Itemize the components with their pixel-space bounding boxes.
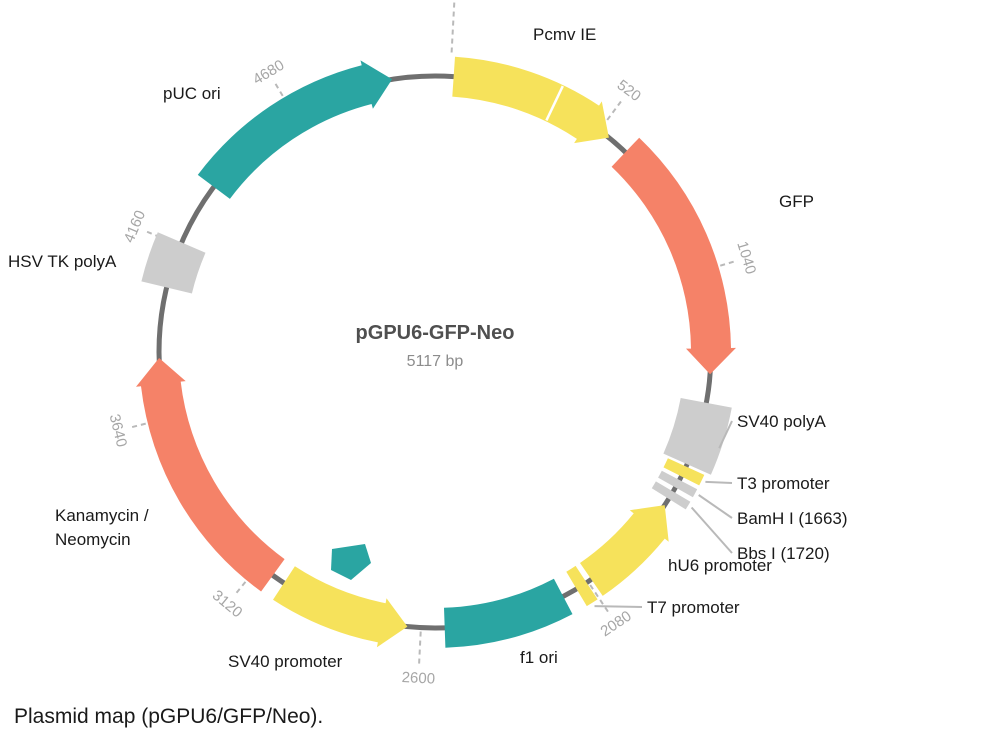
tick-label-4680: 4680 [250, 57, 287, 89]
leader-bamhi-site [698, 494, 733, 519]
feature-label-gfp: GFP [779, 192, 814, 211]
tick-label-2600: 2600 [401, 669, 435, 688]
feature-arc-puc-ori [197, 60, 393, 199]
tick-520 [601, 97, 625, 128]
feature-label-t7-promoter: T7 promoter [647, 598, 740, 617]
feature-arc-t7-promoter [566, 565, 598, 607]
feature-arc-bbsi-site [651, 481, 691, 510]
tick-label-4160: 4160 [121, 208, 150, 245]
feature-label-sv40-promoter: SV40 promoter [228, 652, 343, 671]
plasmid-subtitle: 5117 bp [407, 353, 464, 370]
feature-label-sv40-polya: SV40 polyA [737, 412, 826, 431]
leader-t7-promoter [594, 605, 643, 608]
feature-label-pcmv-ie: Pcmv IE [533, 25, 596, 44]
tick-4160 [143, 229, 177, 246]
feature-label-hu6-promoter: hU6 promoter [668, 556, 772, 575]
feature-label-kan-neo: Kanamycin /Neomycin [55, 506, 149, 549]
feature-arc-sv40-promoter [273, 566, 408, 648]
feature-arc-pcmv-ie [452, 56, 609, 144]
feature-label-hsv-tk-polya: HSV TK polyA [8, 252, 117, 271]
feature-arc-hu6-promoter [580, 505, 669, 596]
leader-t3-promoter [705, 480, 733, 484]
feature-arc-gfp [611, 137, 736, 375]
feature-label-bamhi-site: BamH I (1663) [737, 509, 848, 528]
tick-2600 [417, 631, 422, 668]
figure-caption: Plasmid map (pGPU6/GFP/Neo). [14, 705, 324, 728]
feature-arc-hsv-tk-polya [141, 232, 206, 294]
tick-label-520: 520 [614, 77, 644, 106]
leader-bbsi-site [690, 506, 733, 554]
feature-label-f1-ori: f1 ori [520, 648, 558, 667]
feature-arc-bamhi-site [658, 470, 698, 498]
feature-arc-kan-neo [136, 358, 285, 592]
tick-3120 [233, 567, 258, 597]
feature-label-bbsi-site: Bbs I (1720) [737, 544, 830, 563]
feature-arc-sv40-polya [663, 398, 732, 475]
feature-label-puc-ori: pUC ori [163, 84, 221, 103]
plasmid-title: pGPU6-GFP-Neo [356, 322, 515, 344]
feature-arc-f1-ori [444, 578, 573, 648]
feature-arc-t3-promoter [663, 458, 705, 486]
origin-tick [450, 0, 456, 53]
decoration-pentagon [331, 544, 371, 580]
tick-label-3120: 3120 [209, 587, 246, 621]
leader-sv40-polya [718, 420, 733, 449]
tick-label-2080: 2080 [598, 608, 635, 641]
tick-4680 [272, 79, 293, 112]
tick-label-3640: 3640 [106, 412, 131, 448]
feature-separator-pcmv-ie [545, 85, 564, 121]
tick-1040 [702, 259, 738, 272]
tick-2080 [589, 584, 612, 616]
tick-label-1040: 1040 [733, 239, 759, 276]
tick-3640 [128, 418, 164, 429]
feature-label-t3-promoter: T3 promoter [737, 474, 830, 493]
